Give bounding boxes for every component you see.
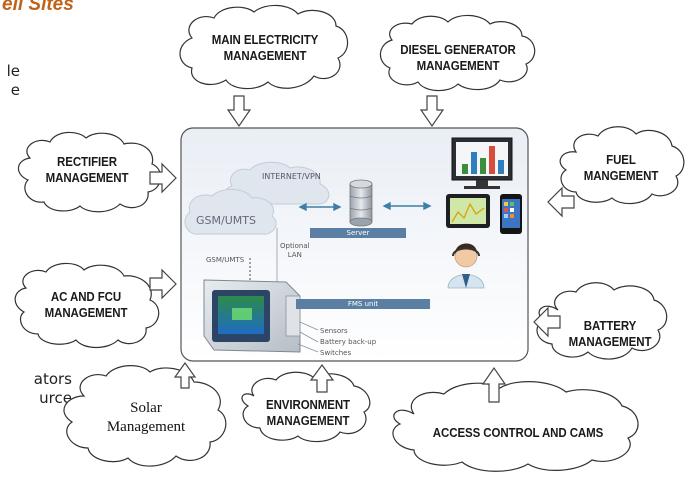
ac-fcu-label[interactable]: AC AND FCU MANAGEMENT	[27, 289, 145, 321]
server-label: Server	[346, 229, 370, 237]
optional-lan-line-2: LAN	[287, 251, 302, 259]
sensors-label: Sensors	[320, 327, 348, 335]
diesel-generator-label[interactable]: DIESEL GENERATOR MANAGEMENT	[395, 42, 520, 74]
solar-cloud	[63, 365, 227, 467]
fuel-label[interactable]: FUEL MANGEMENT	[569, 152, 674, 184]
main-electricity-label[interactable]: MAIN ELECTRICITY MANAGEMENT	[202, 32, 329, 64]
ac-fcu-cloud	[14, 262, 160, 349]
arrow-down-main-icon	[226, 95, 252, 128]
switches-label: Switches	[320, 349, 352, 357]
ac-fcu-line-1: AC AND FCU	[50, 290, 122, 304]
fms-unit-device	[203, 279, 319, 353]
main-electricity-line-1: MAIN ELECTRICITY	[211, 33, 319, 47]
fuel-line-2: MANGEMENT	[583, 169, 659, 183]
hollow-arrows	[149, 95, 575, 403]
arrow-right-rectifier-icon	[149, 162, 177, 194]
cut-off-line-2: e	[10, 81, 20, 99]
environment-line-1: ENVIRONMENT	[266, 398, 350, 412]
battery-line-1: BATTERY	[583, 319, 637, 333]
gsm-cloud	[184, 189, 277, 235]
gsm-umts-link-label: GSM/UMTS	[206, 256, 245, 264]
cut-off-line-4: urce	[39, 389, 72, 407]
environment-label[interactable]: ENVIRONMENT MANAGEMENT	[255, 397, 362, 429]
rectifier-line-1: RECTIFIER	[57, 155, 117, 169]
fms-unit-label-bar	[296, 299, 430, 309]
cloud-shapes	[14, 4, 685, 472]
solar-line-1: Solar	[130, 400, 162, 416]
fms-unit-label: FMS unit	[347, 300, 379, 308]
arrow-up-environment-icon	[309, 363, 335, 393]
optional-lan-line-1: Optional	[280, 242, 310, 250]
server-label-bar	[310, 228, 406, 238]
battery-line-2: MANAGEMENT	[568, 335, 652, 349]
rectifier-label[interactable]: RECTIFIER MANAGEMENT	[31, 154, 143, 186]
arrow-down-diesel-icon	[419, 95, 445, 128]
cut-off-line-3: ators	[33, 370, 72, 388]
arrow-up-solar-icon	[173, 361, 197, 389]
arrow-left-battery-icon	[533, 306, 561, 338]
access-control-label[interactable]: ACCESS CONTROL AND CAMS	[432, 426, 604, 440]
diesel-generator-line-1: DIESEL GENERATOR	[400, 43, 516, 57]
diesel-generator-line-2: MANAGEMENT	[416, 59, 500, 73]
link-left-arrowhead-icon	[298, 202, 307, 212]
fuel-line-1: FUEL	[606, 153, 636, 167]
cut-off-text-bottom-left: ators urce	[0, 370, 72, 408]
ac-fcu-line-2: MANAGEMENT	[44, 306, 128, 320]
phone-icon	[500, 194, 522, 234]
cut-off-line-1: le	[6, 62, 20, 80]
gsm-umts-cloud-label: GSM/UMTS	[196, 214, 256, 227]
tablet-icon	[446, 194, 490, 228]
main-electricity-cloud	[179, 4, 349, 90]
link-left-arrowhead-2-icon	[382, 201, 391, 211]
user-avatar-icon	[447, 243, 485, 289]
optional-lan-label: Optional LAN	[280, 242, 310, 260]
access-control-cloud	[392, 381, 639, 472]
diesel-generator-cloud	[379, 14, 536, 92]
rectifier-cloud	[17, 131, 162, 213]
arrow-up-access-icon	[481, 366, 507, 403]
solar-label[interactable]: Solar Management	[76, 399, 216, 437]
server-icon	[349, 179, 373, 227]
main-electricity-line-2: MANAGEMENT	[223, 49, 307, 63]
environment-line-2: MANAGEMENT	[266, 414, 350, 428]
arrow-left-fuel-icon	[547, 186, 575, 218]
cut-off-text-left: le e	[0, 62, 20, 100]
link-right-arrowhead-icon	[333, 202, 342, 212]
arrow-right-ac-icon	[149, 268, 177, 300]
battery-cloud	[536, 282, 668, 360]
page-title: ell Sites	[2, 0, 74, 15]
internet-vpn-label: INTERNET/VPN	[262, 172, 321, 181]
network-clouds	[184, 161, 330, 235]
battery-backup-label: Battery back-up	[320, 338, 377, 346]
environment-cloud	[241, 371, 371, 443]
monitor-icon	[451, 137, 513, 189]
solar-line-2: Management	[106, 419, 186, 435]
rectifier-line-2: MANAGEMENT	[45, 171, 129, 185]
network-links	[298, 201, 432, 212]
battery-label[interactable]: BATTERY MANAGEMENT	[555, 318, 665, 350]
fuel-cloud	[559, 126, 685, 205]
link-right-arrowhead-2-icon	[423, 201, 432, 211]
